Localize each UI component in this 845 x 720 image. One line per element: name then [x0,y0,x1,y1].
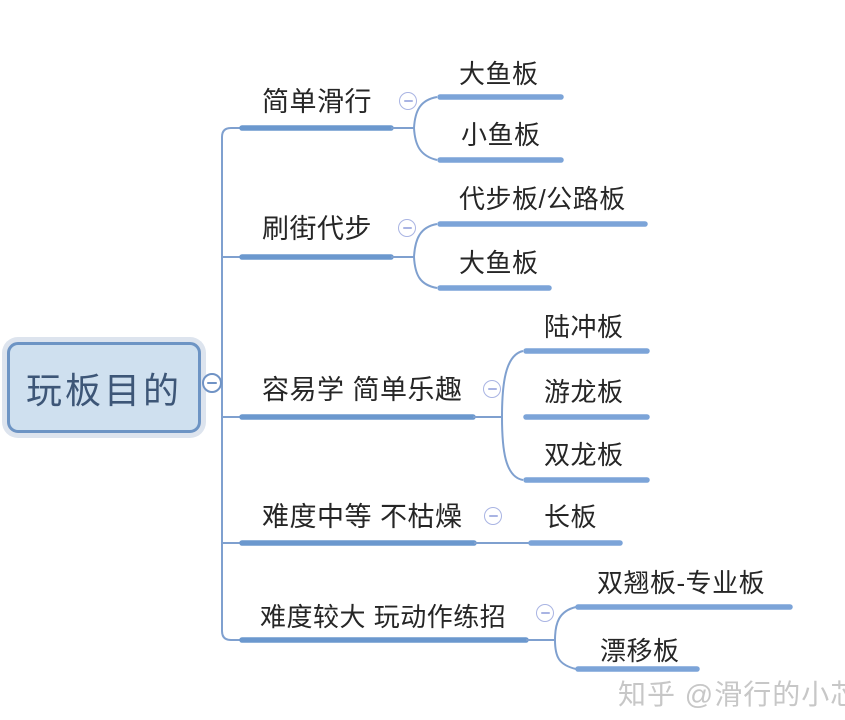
branch-2-children-brace [412,223,438,289]
minus-bar [487,388,497,390]
branch-1-children-brace [412,96,438,161]
minus-bar [207,382,217,384]
branch-node-label[interactable]: 难度较大 玩动作练招 [260,602,507,632]
leaf-node-label[interactable]: 漂移板 [600,636,680,666]
root-node[interactable]: 玩板目的 [7,342,201,433]
branch-node-label[interactable]: 难度中等 不枯燥 [262,502,463,532]
leaf-node-label[interactable]: 小鱼板 [461,120,541,150]
branch-node-label[interactable]: 容易学 简单乐趣 [262,375,463,405]
minus-bar [540,612,550,614]
zhihu-watermark: 知乎 @滑行的小芯 [618,679,845,710]
root-node-label: 玩板目的 [25,369,182,411]
leaf-node-label[interactable]: 双龙板 [544,440,624,470]
leaf-node-label[interactable]: 大鱼板 [459,59,539,89]
leaf-node-label[interactable]: 长板 [544,502,598,532]
root-collapse-minus-icon[interactable] [202,373,222,393]
leaf-node-label[interactable]: 陆冲板 [544,312,624,342]
branch-5-collapse-minus-icon[interactable] [536,604,554,622]
leaf-node-label[interactable]: 代步板/公路板 [459,184,626,214]
branch-3-collapse-minus-icon[interactable] [483,380,501,398]
branch-5-children-brace [553,606,577,670]
minus-bar [403,100,413,102]
branch-3-children-brace [500,350,524,481]
leaf-node-label[interactable]: 游龙板 [544,377,624,407]
minus-bar [402,227,412,229]
leaf-node-label[interactable]: 双翘板-专业板 [597,568,766,598]
branch-1-collapse-minus-icon[interactable] [399,92,417,110]
branch-4-collapse-minus-icon[interactable] [484,507,502,525]
trunk-line [221,127,242,641]
branch-node-label[interactable]: 刷街代步 [262,214,372,244]
minus-bar [488,515,498,517]
branch-2-collapse-minus-icon[interactable] [398,219,416,237]
branch-node-label[interactable]: 简单滑行 [262,87,372,117]
leaf-node-label[interactable]: 大鱼板 [459,248,539,278]
